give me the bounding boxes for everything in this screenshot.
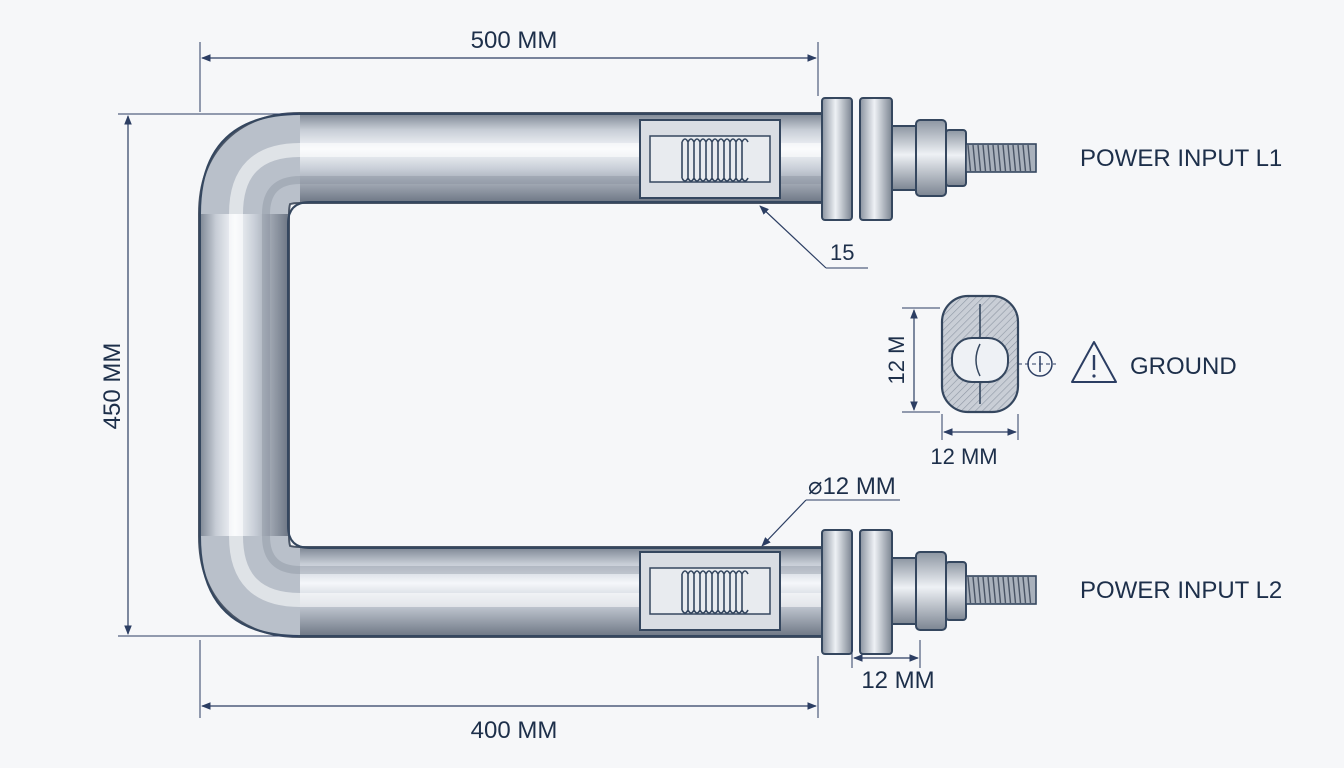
section-width-label: 12 MM <box>930 444 997 469</box>
dimension-height: 450 MM <box>99 113 298 637</box>
coil-cutaway-top <box>639 119 781 199</box>
power-input-l1-label: POWER INPUT L1 <box>1080 145 1282 172</box>
dimension-top: 500 MM <box>199 27 819 112</box>
heating-tube <box>198 112 826 638</box>
dimension-terminal-label: 12 MM <box>861 667 934 694</box>
ground-circle-icon <box>1027 351 1053 377</box>
dimension-top-label: 500 MM <box>471 27 558 54</box>
callout-15-label: 15 <box>830 240 854 265</box>
dimension-bottom: 400 MM <box>199 640 819 744</box>
coil-cutaway-bottom <box>639 551 781 631</box>
ground-label: GROUND <box>1130 353 1237 380</box>
terminal-bottom <box>821 529 1037 655</box>
callout-diameter: ⌀12 MM <box>761 473 900 547</box>
section-height-label: 12 M <box>884 336 909 385</box>
dimension-terminal: 12 MM <box>851 640 935 694</box>
callout-diameter-label: ⌀12 MM <box>808 473 896 500</box>
cross-section: 12 M 12 MM <box>884 294 1056 469</box>
dimension-bottom-label: 400 MM <box>471 717 558 744</box>
terminal-top <box>821 97 1037 221</box>
callout-15: 15 <box>759 205 868 269</box>
dimension-height-label: 450 MM <box>99 343 126 430</box>
power-input-l2-label: POWER INPUT L2 <box>1080 577 1282 604</box>
warning-triangle-icon <box>1071 341 1117 383</box>
